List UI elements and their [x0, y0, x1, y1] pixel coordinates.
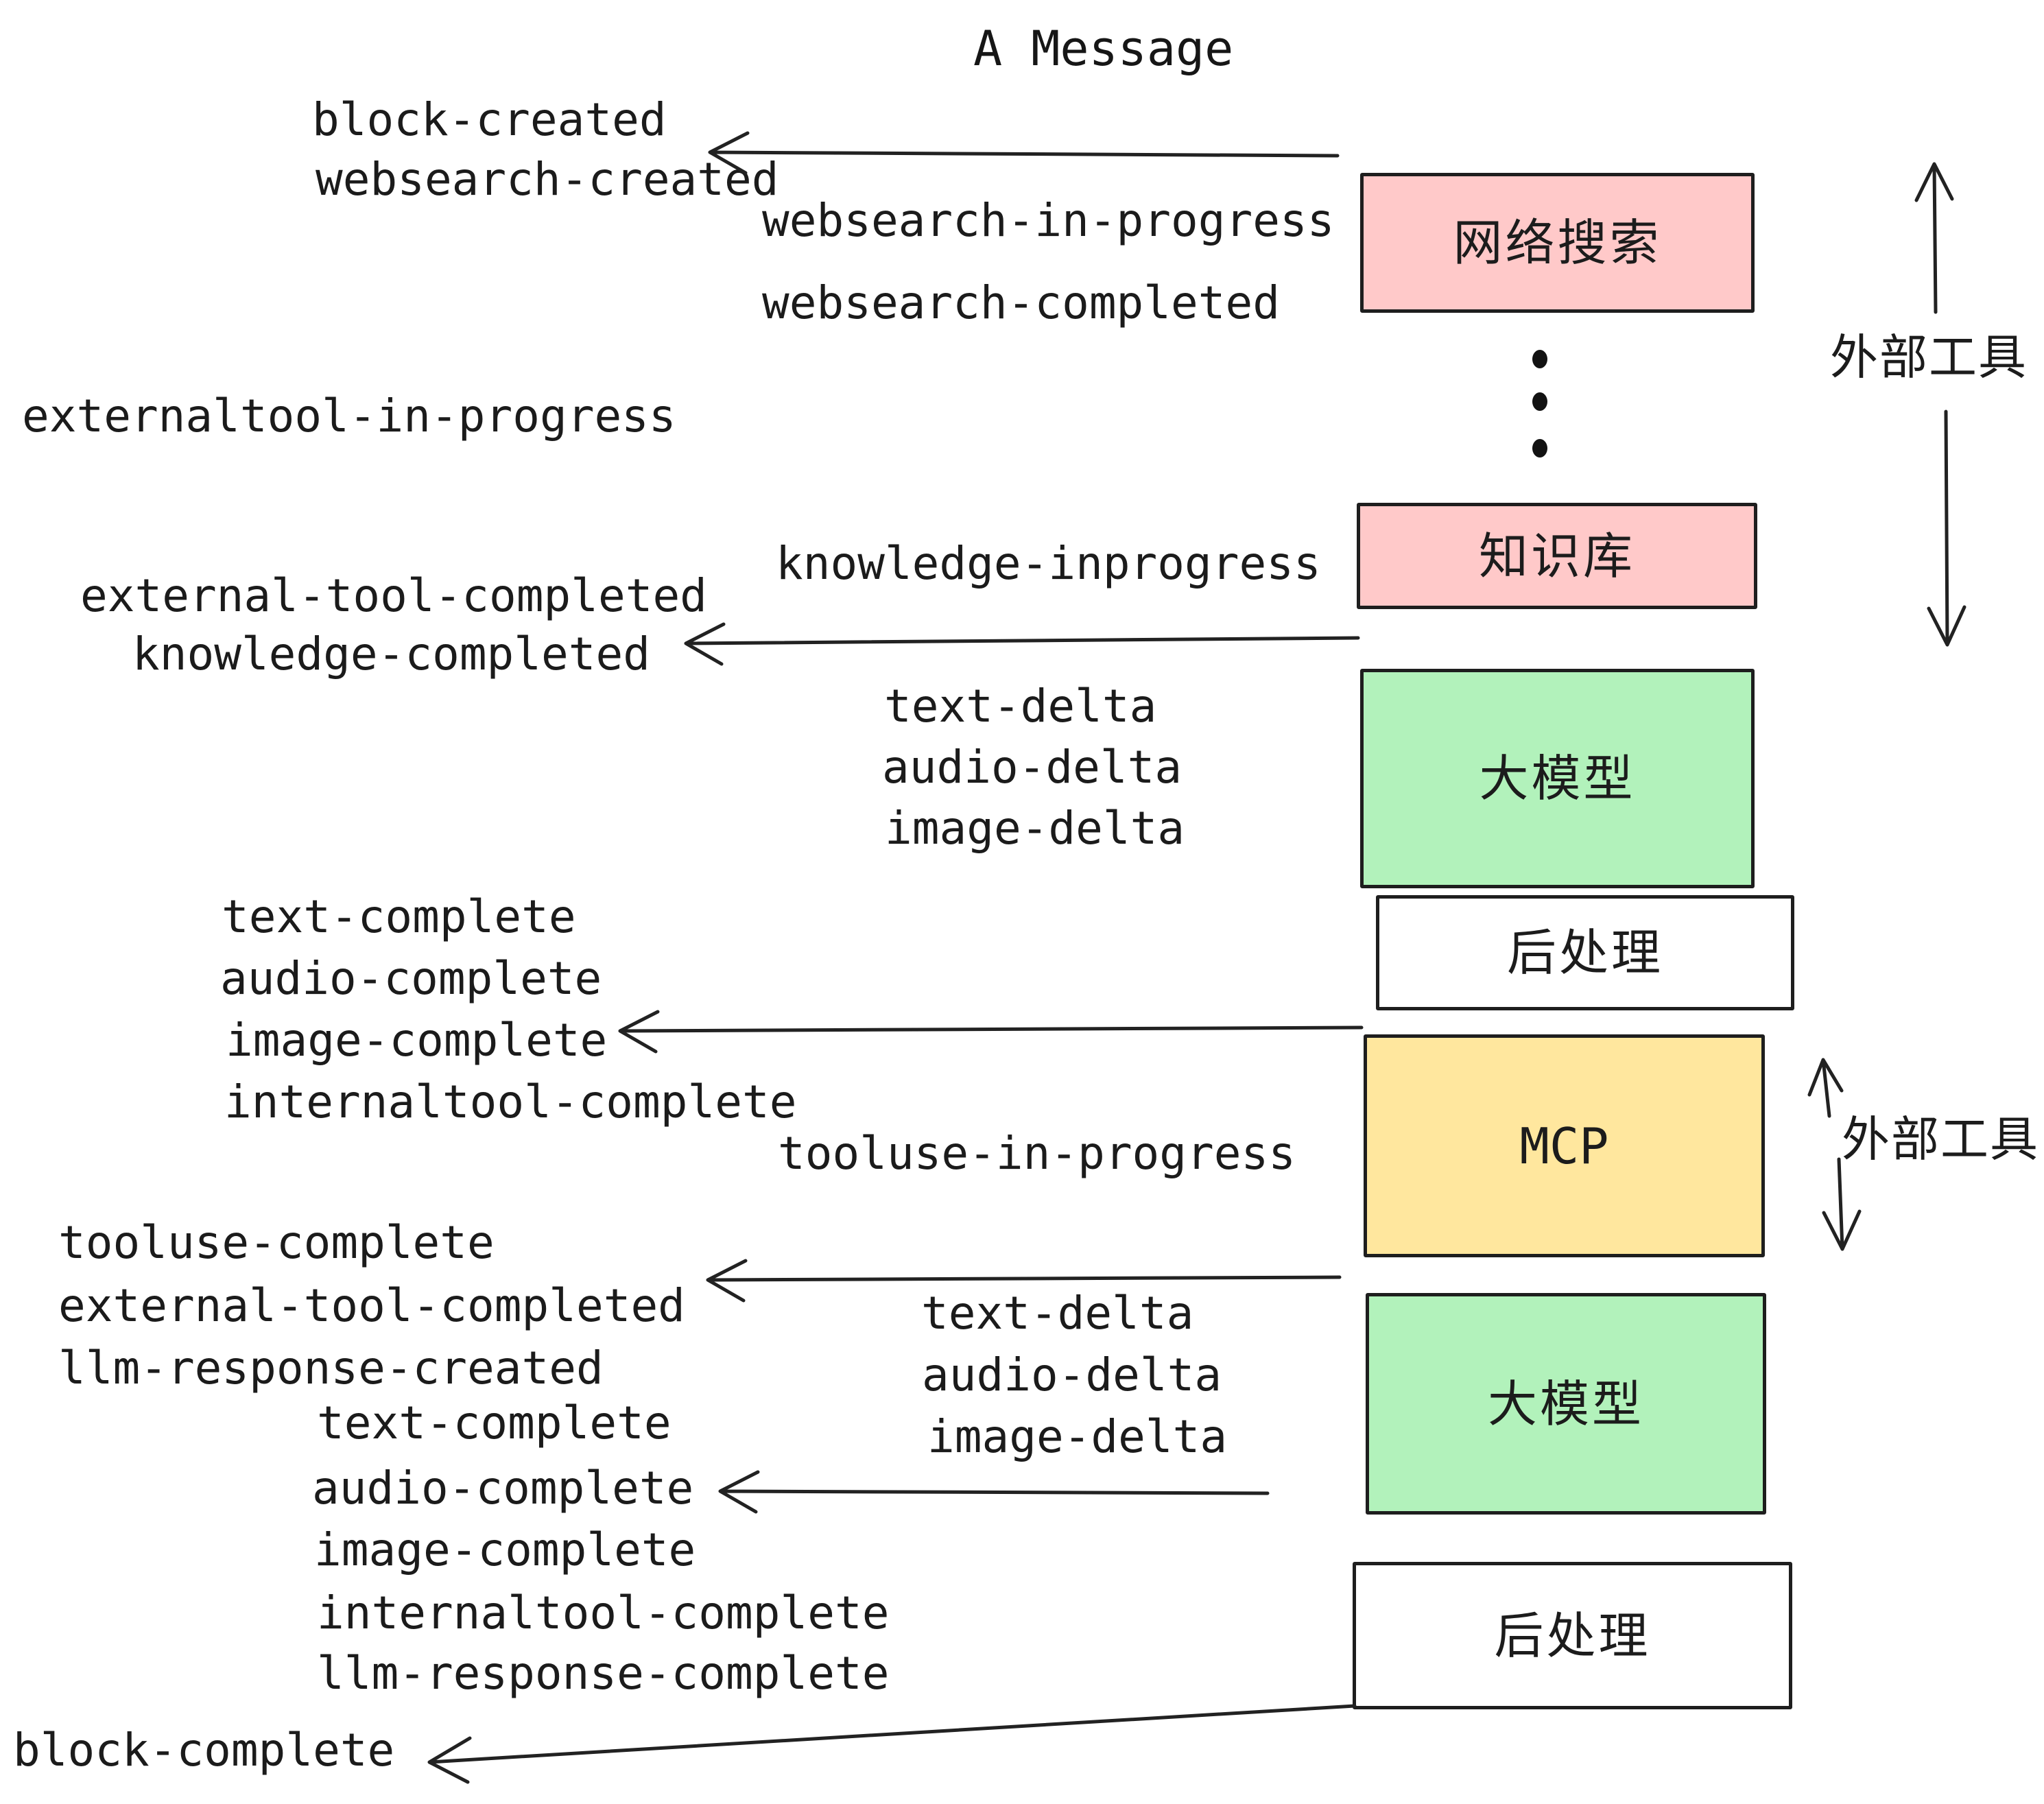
arrow-external-tools-top-up — [1914, 162, 1954, 314]
event-knowledge-inprogress: knowledge-inprogress — [776, 537, 1321, 590]
box-postprocess-top-label: 后处理 — [1506, 924, 1663, 982]
box-mcp: MCP — [1364, 1034, 1765, 1257]
box-postprocess-bottom: 后处理 — [1353, 1562, 1792, 1709]
box-llm-top: 大模型 — [1360, 669, 1755, 888]
ellipsis-dot — [1532, 350, 1547, 368]
event-audio-delta-bottom: audio-delta — [922, 1349, 1222, 1401]
side-label-external-tools-top: 外部工具 — [1830, 329, 2028, 385]
ellipsis-dot — [1532, 439, 1547, 458]
event-audio-delta-top: audio-delta — [882, 741, 1183, 794]
event-text-delta-top: text-delta — [884, 680, 1157, 733]
event-knowledge-completed: knowledge-completed — [132, 628, 650, 680]
event-image-delta-top: image-delta — [885, 802, 1185, 855]
event-websearch-completed: websearch-completed — [762, 276, 1280, 329]
arrow-external-tools-mid-up — [1807, 1058, 1844, 1118]
event-websearch-created: websearch-created — [316, 153, 779, 206]
event-image-delta-bottom: image-delta — [927, 1410, 1228, 1463]
event-block-created: block-created — [312, 93, 667, 146]
arrow-audio-complete-bottom — [718, 1470, 1270, 1514]
arrow-external-tools-top-down — [1927, 410, 1966, 647]
event-text-delta-bottom: text-delta — [921, 1287, 1194, 1340]
arrow-websearch-created — [708, 131, 1340, 175]
event-externaltool-in-progress: externaltool-in-progress — [22, 390, 676, 442]
box-postprocess-bottom-label: 后处理 — [1494, 1606, 1651, 1665]
arrow-knowledge-completed — [684, 622, 1360, 666]
event-image-complete-top: image-complete — [226, 1014, 608, 1067]
event-audio-complete-bottom: audio-complete — [312, 1462, 694, 1515]
side-label-external-tools-bottom: 外部工具 — [1842, 1111, 2039, 1167]
event-audio-complete-top: audio-complete — [220, 952, 602, 1005]
box-postprocess-top: 后处理 — [1376, 895, 1794, 1010]
box-mcp-label: MCP — [1519, 1117, 1609, 1175]
box-websearch-label: 网络搜索 — [1453, 214, 1662, 272]
event-image-complete-bottom: image-complete — [314, 1523, 696, 1576]
ellipsis-dot — [1532, 392, 1547, 411]
box-llm-bottom-label: 大模型 — [1487, 1375, 1644, 1433]
event-websearch-in-progress: websearch-in-progress — [762, 194, 1335, 247]
event-text-complete-top: text-complete — [222, 890, 576, 943]
event-internaltool-complete-top: internaltool-complete — [224, 1076, 797, 1128]
box-llm-bottom: 大模型 — [1366, 1293, 1766, 1515]
event-external-tool-completed-top: external-tool-completed — [80, 569, 707, 622]
event-tooluse-in-progress: tooluse-in-progress — [778, 1127, 1296, 1180]
event-external-tool-completed-bottom: external-tool-completed — [58, 1279, 685, 1332]
arrow-image-complete-top — [618, 1010, 1364, 1054]
box-knowledge: 知识库 — [1357, 503, 1757, 609]
event-llm-response-created: llm-response-created — [58, 1342, 604, 1394]
diagram-title: A Message — [973, 21, 1234, 77]
box-websearch: 网络搜索 — [1360, 173, 1755, 313]
box-knowledge-label: 知识库 — [1478, 527, 1635, 585]
event-text-complete-bottom: text-complete — [317, 1397, 672, 1449]
event-internaltool-complete-bottom: internaltool-complete — [317, 1587, 890, 1639]
arrow-block-complete — [427, 1704, 1357, 1784]
event-block-complete: block-complete — [13, 1724, 395, 1777]
event-llm-response-complete: llm-response-complete — [317, 1647, 890, 1700]
box-llm-top-label: 大模型 — [1479, 750, 1636, 807]
arrow-external-tools-mid-down — [1822, 1157, 1862, 1251]
event-tooluse-complete: tooluse-complete — [58, 1216, 495, 1269]
